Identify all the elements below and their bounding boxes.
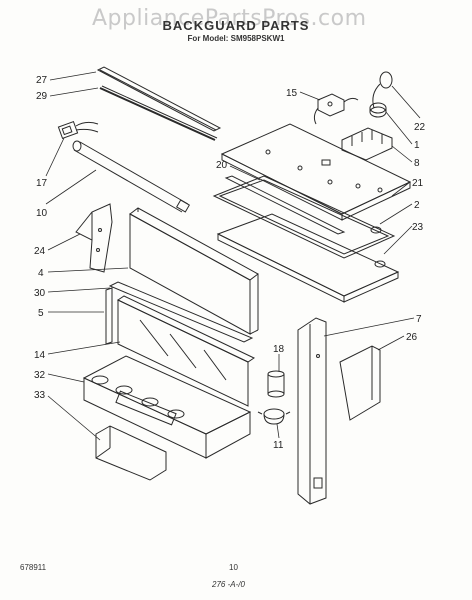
- part-30-channel: [108, 281, 254, 343]
- part-18-capacitor: [267, 370, 285, 398]
- part-4-back-panel: [129, 207, 259, 335]
- date-code: 276 -A-/0: [212, 580, 245, 589]
- part-24-bracket: [75, 203, 113, 273]
- part-20-strip: [224, 175, 346, 235]
- part-15-switch: [313, 93, 359, 125]
- watermark-text: AppliancePartsPros.com: [92, 6, 367, 31]
- callout-20: 20: [216, 160, 228, 171]
- callout-7: 7: [416, 314, 422, 325]
- page-number: 10: [229, 563, 238, 572]
- callout-32: 32: [34, 370, 46, 381]
- callout-1: 1: [414, 140, 420, 151]
- callout-26: 26: [406, 332, 418, 343]
- callout-18: 18: [273, 344, 285, 355]
- diagram-subtitle: For Model: SM958PSKW1: [187, 34, 285, 43]
- callout-8: 8: [414, 158, 420, 169]
- part-10-fluorescent-tube: [72, 140, 191, 213]
- callout-17: 17: [36, 178, 48, 189]
- part-32-control-housing: [82, 355, 252, 459]
- callout-27: 27: [36, 75, 48, 86]
- diagram-title: BACKGUARD PARTS: [162, 18, 310, 33]
- callout-15: 15: [286, 88, 298, 99]
- part-11-clamp: [257, 408, 291, 425]
- callout-2: 2: [414, 200, 420, 211]
- callout-5: 5: [38, 308, 44, 319]
- part-5-side-strip: [105, 287, 113, 345]
- document-number: 678911: [20, 563, 47, 572]
- part-22-wire: [372, 71, 393, 109]
- callout-22: 22: [414, 122, 426, 133]
- part-7-side-end-cap: [297, 317, 327, 505]
- part-27-trim-strip: [96, 66, 222, 132]
- callout-10: 10: [36, 208, 48, 219]
- callout-29: 29: [36, 91, 48, 102]
- callout-33: 33: [34, 390, 46, 401]
- callout-21: 21: [412, 178, 424, 189]
- part-1-knob: [369, 102, 387, 118]
- part-23-base-panel: [216, 213, 400, 303]
- callout-14: 14: [34, 350, 46, 361]
- callout-4: 4: [38, 268, 44, 279]
- part-33-lower-trim: [95, 425, 167, 481]
- callout-23: 23: [412, 222, 424, 233]
- callout-11: 11: [273, 440, 284, 451]
- callout-labels: 27 29 17 10 24 4 30 5 14 32 33 15 22 1 8…: [34, 75, 426, 451]
- part-2-gasket-frame: [212, 175, 396, 259]
- callout-30: 30: [34, 288, 46, 299]
- part-14-glass-panel: [116, 295, 256, 407]
- part-29-rod: [99, 85, 218, 141]
- callout-24: 24: [34, 246, 46, 257]
- part-8-terminal-block: [341, 127, 393, 161]
- part-26-side-trim: [339, 345, 381, 421]
- leader-lines: [45, 71, 421, 441]
- part-17-lamp-socket: [57, 120, 99, 140]
